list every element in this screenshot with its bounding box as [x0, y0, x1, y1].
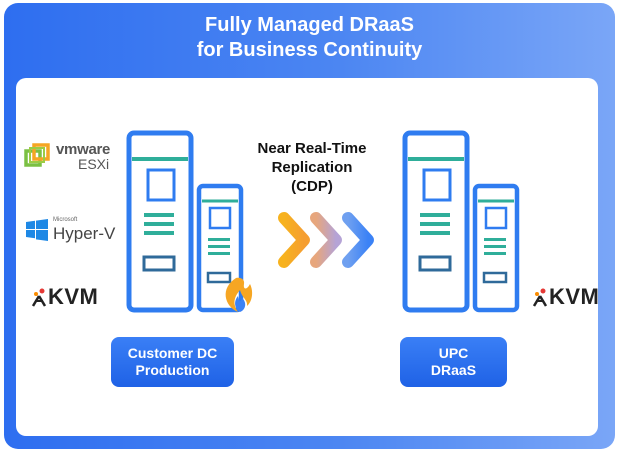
source-servers	[126, 130, 253, 313]
server-icon	[126, 130, 194, 313]
chevron-arrow-icon	[310, 212, 342, 268]
source-line-1: Customer DC	[127, 345, 218, 361]
kvm-logo-icon	[532, 288, 548, 307]
source-label-box: Customer DC Production	[111, 337, 234, 387]
title-line-1: Fully Managed DRaaS	[205, 14, 414, 36]
replication-line-1: Near Real-Time	[257, 140, 367, 157]
windows-logo-icon	[26, 219, 48, 241]
kvm-label-left: KVM	[48, 284, 99, 309]
kvm-logo-icon	[31, 288, 47, 307]
kvm-logo-right: KVM	[531, 284, 611, 310]
title-line-2: for Business Continuity	[196, 39, 423, 61]
flame-icon	[225, 277, 253, 312]
replication-line-2: Replication	[271, 159, 353, 176]
chevron-arrow-icon	[342, 212, 374, 268]
replication-line-3: (CDP)	[291, 178, 333, 195]
server-icon	[472, 183, 520, 313]
microsoft-label: Microsoft	[53, 217, 78, 223]
hyper-v-logo: Microsoft Hyper-V	[24, 216, 124, 246]
hyper-v-label: Hyper-V	[53, 224, 116, 243]
vmware-logo-icon	[24, 143, 50, 167]
target-servers	[402, 130, 520, 313]
kvm-label-right: KVM	[549, 284, 600, 309]
replication-arrows	[278, 212, 374, 268]
source-line-2: Production	[135, 362, 210, 378]
server-icon	[402, 130, 470, 313]
server-icon	[196, 183, 244, 313]
vmware-esxi-logo: vmware ESXi	[24, 141, 124, 173]
target-line-2: DRaaS	[430, 362, 477, 378]
chevron-arrow-icon	[278, 212, 310, 268]
vmware-brand: vmware	[56, 141, 111, 158]
target-line-1: UPC	[438, 345, 469, 361]
diagram-title: Fully Managed DRaaS for Business Continu…	[4, 13, 615, 63]
kvm-logo-left: KVM	[30, 284, 120, 310]
replication-caption: Near Real-Time Replication (CDP)	[246, 139, 378, 196]
target-label-box: UPC DRaaS	[400, 337, 507, 387]
esxi-label: ESXi	[78, 156, 110, 172]
